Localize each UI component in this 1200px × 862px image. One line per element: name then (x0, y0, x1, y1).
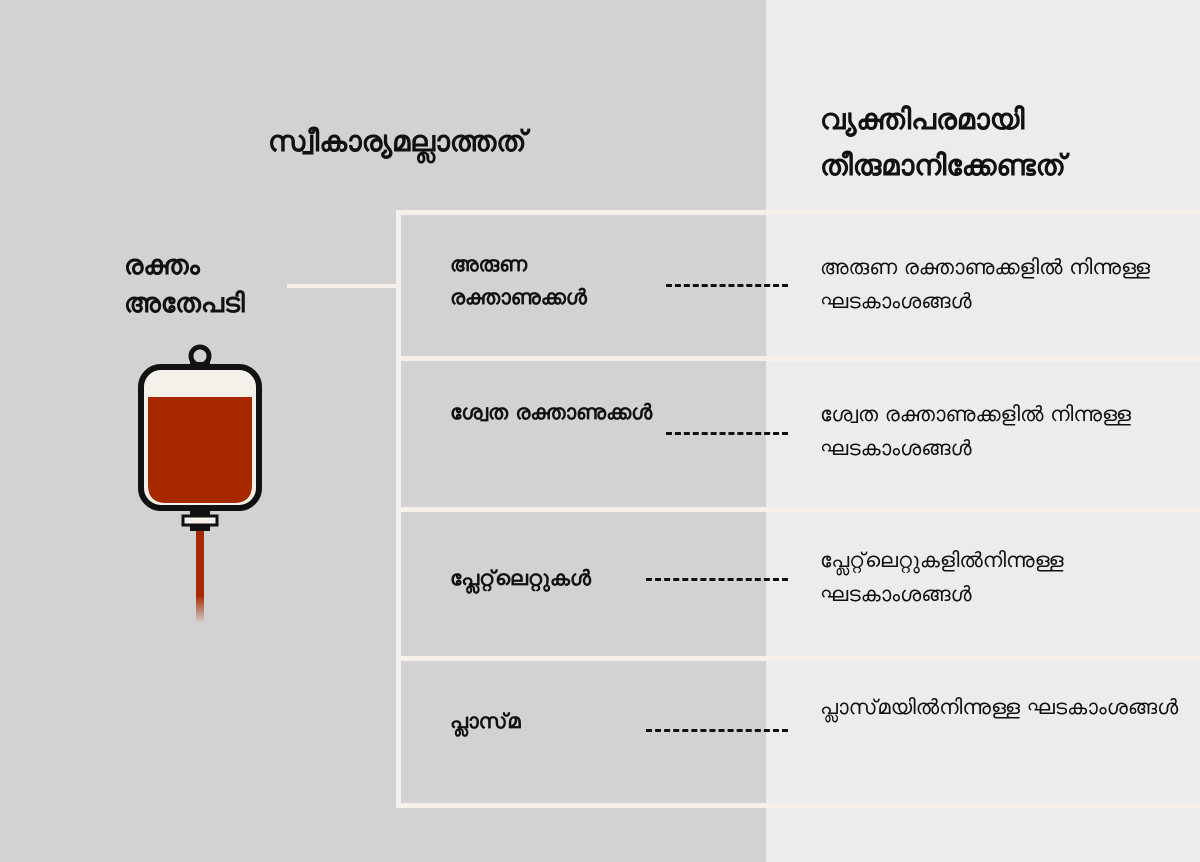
row-divider (396, 656, 1200, 661)
blood-bag-icon (138, 344, 262, 623)
fractions-platelets: പ്ലേറ്റ്‌ലെറ്റുകളിൽനിന്നുള്ള ഘടകാംശങ്ങൾ (820, 548, 1064, 606)
fractions-red-cells: അരുണ രക്താണുക്കളിൽ നിന്നുള്ള ഘടകാംശങ്ങൾ (820, 255, 1150, 313)
fractions-white-cells: ശ്വേത രക്താണുക്കളിൽ നിന്നുള്ള ഘടകാംശങ്ങൾ (820, 402, 1131, 460)
header-personal-decision: വ്യക്തിപരമായി തീരുമാനിക്കേണ്ടത് (820, 102, 1066, 182)
dashed-connector (646, 729, 788, 732)
component-plasma: പ്ലാസ്‌മ (450, 709, 521, 733)
dashed-connector (666, 432, 788, 435)
header-not-acceptable: സ്വീകാര്യമല്ലാത്തത് (268, 124, 527, 158)
dashed-connector (646, 578, 788, 581)
right-panel (766, 0, 1200, 862)
component-white-cells: ശ്വേത രക്താണുക്കൾ (450, 400, 653, 424)
whole-blood-label: രക്തം അതേപടി (124, 250, 245, 319)
left-panel (0, 0, 766, 862)
component-platelets: പ്ലേറ്റ്‌ലെറ്റുകൾ (450, 566, 591, 590)
component-red-cells: അരുണ രക്താണുക്കൾ (450, 252, 587, 309)
fractions-plasma: പ്ലാസ്‌മയിൽനിന്നുള്ള ഘടകാംശങ്ങൾ (820, 695, 1179, 719)
dashed-connector (666, 284, 788, 287)
row-divider (396, 507, 1200, 512)
row-divider (396, 356, 1200, 361)
connector-line (287, 284, 397, 288)
